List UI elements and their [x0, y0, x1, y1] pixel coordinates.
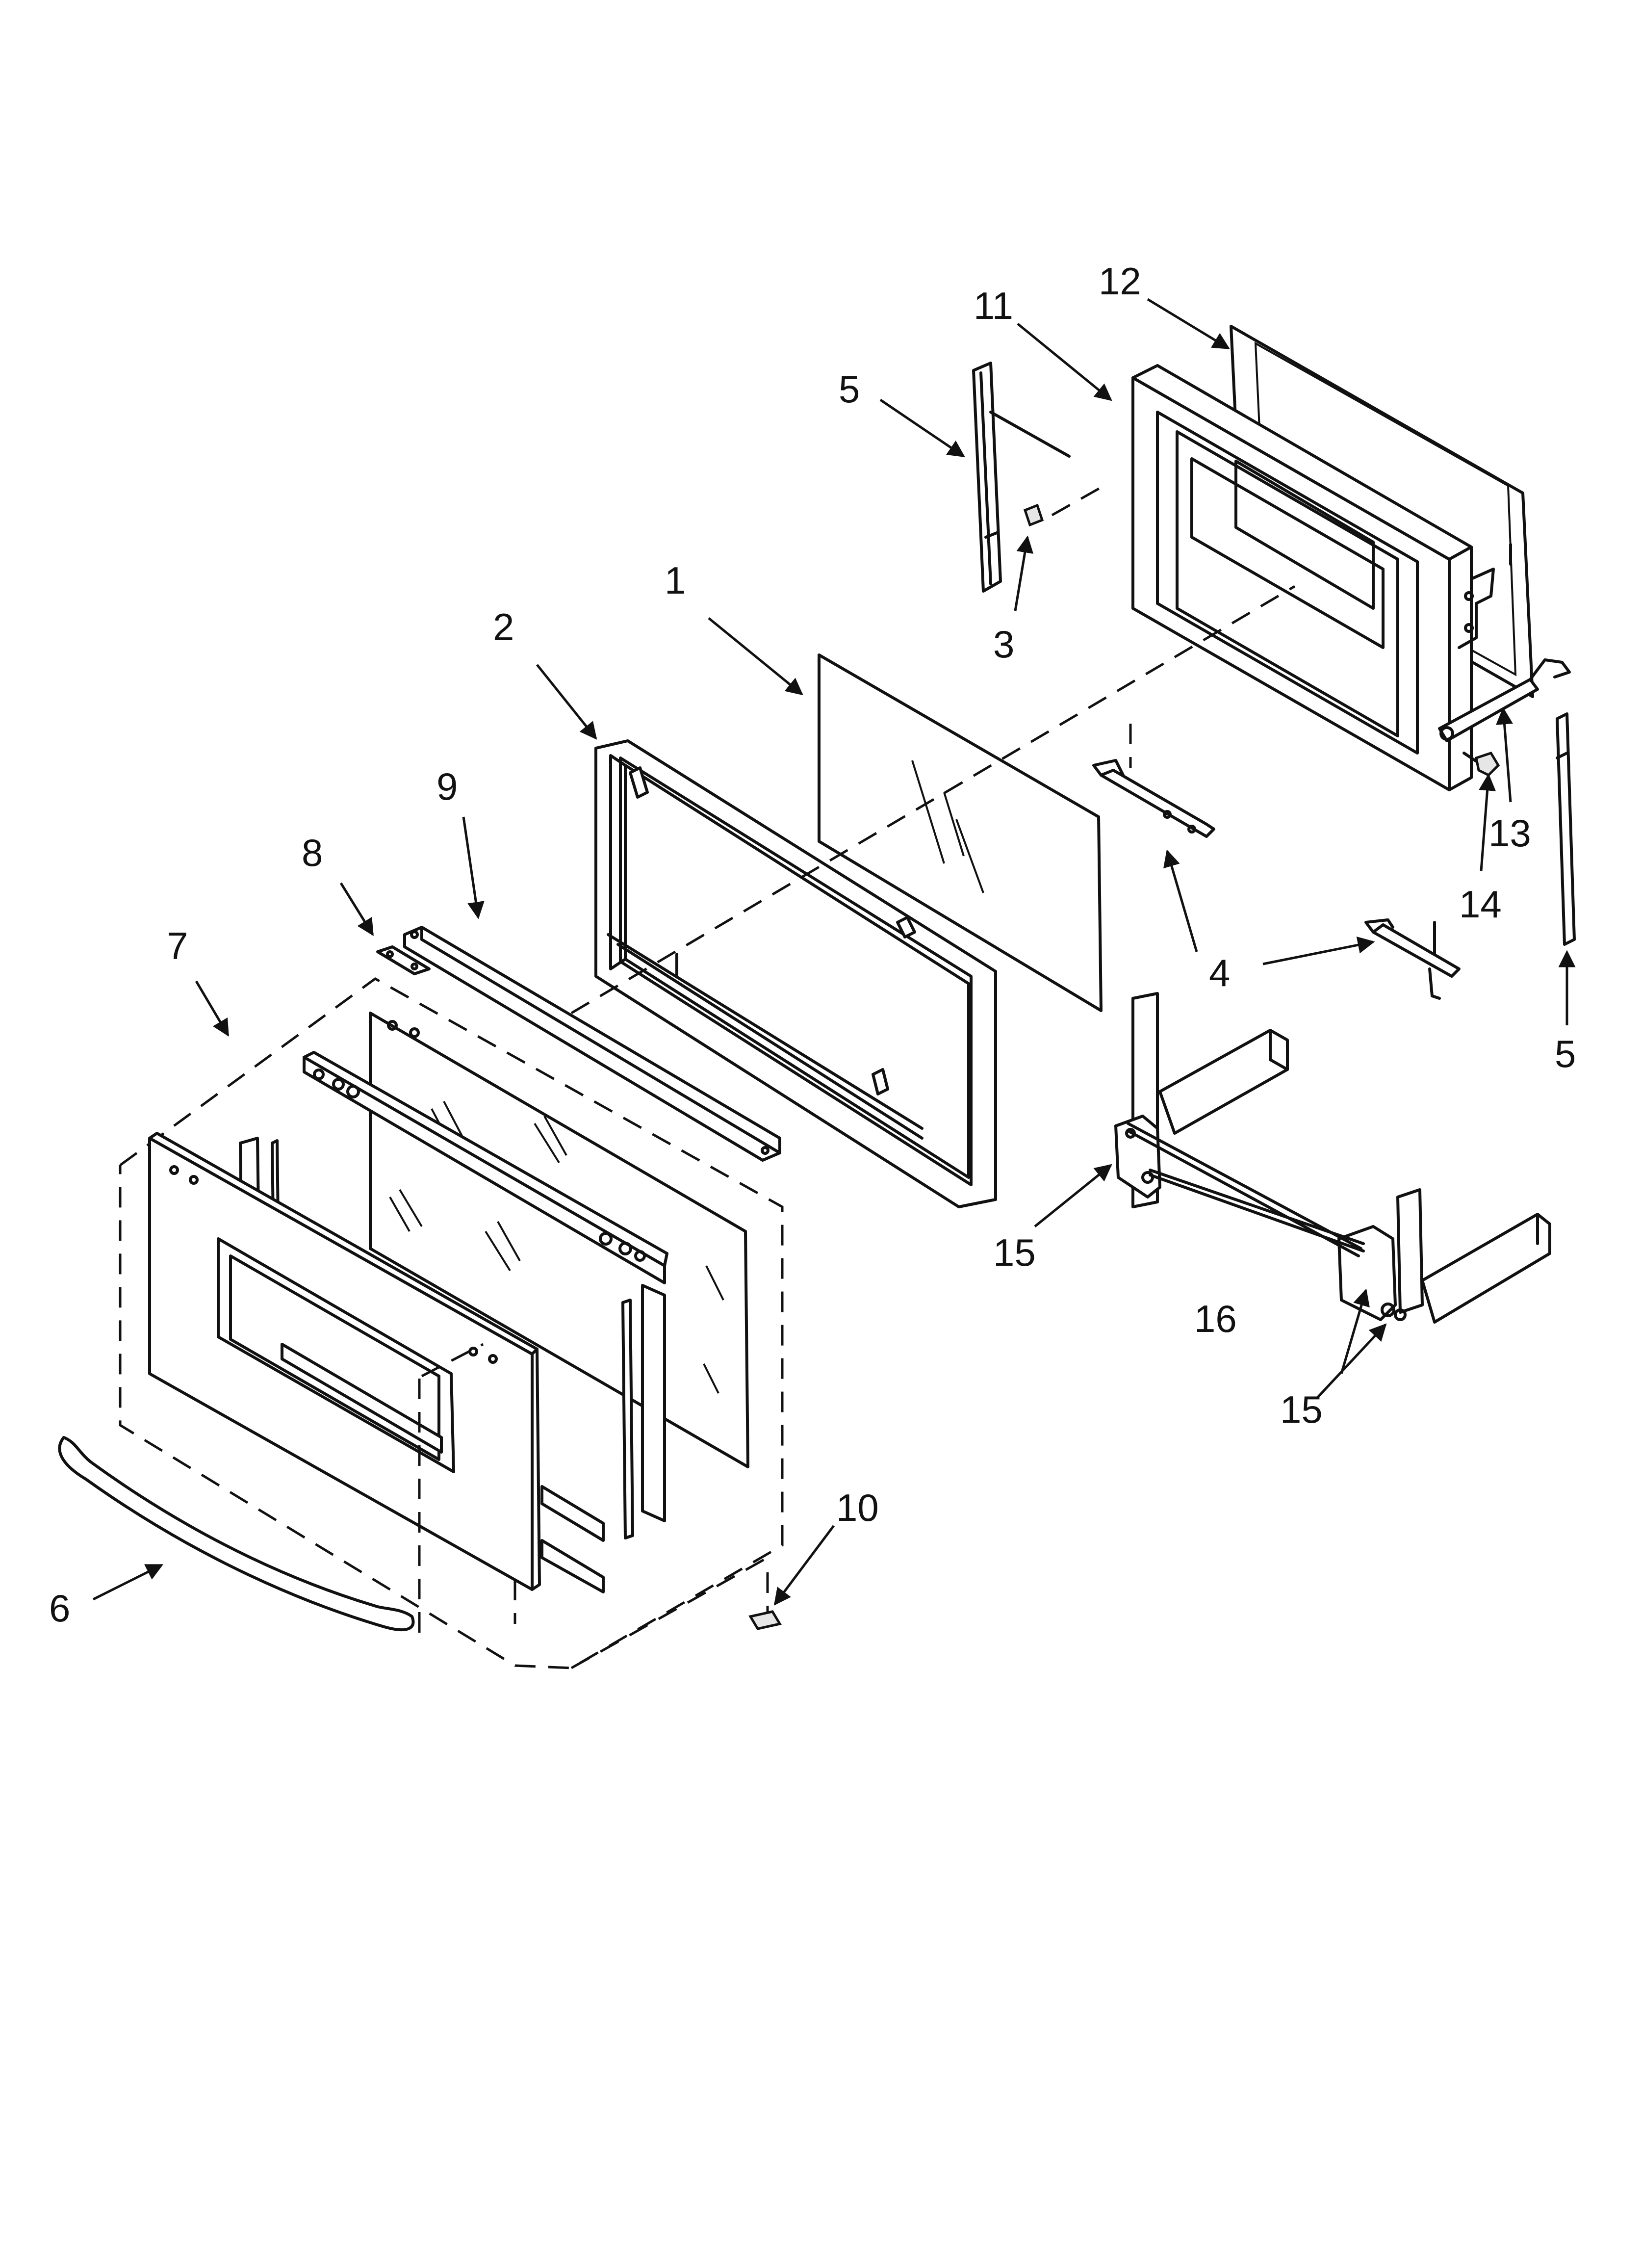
part-11-inner-door — [1131, 364, 1495, 791]
part-5-trim-top — [972, 362, 1071, 593]
part-4-bracket-upper — [1092, 759, 1215, 838]
label-part-16: 16 — [1194, 1297, 1237, 1340]
label-part-3: 3 — [993, 623, 1014, 666]
part-7-outer-door-assembly — [119, 977, 784, 1669]
part-15-hinge-upper — [1114, 992, 1289, 1208]
part-3-clip — [1023, 503, 1044, 527]
label-part-15-upper: 15 — [993, 1231, 1036, 1274]
label-part-11: 11 — [974, 284, 1013, 327]
label-part-6: 6 — [49, 1587, 70, 1630]
part-15-hinge-lower — [1337, 1188, 1551, 1324]
part-number-labels: 1 2 3 4 5 5 6 7 8 9 10 11 12 13 14 15 15… — [49, 260, 1576, 1630]
label-part-1: 1 — [665, 559, 686, 602]
part-9-strip — [403, 926, 781, 1162]
leader-arrows — [92, 298, 1576, 1606]
part-16-hinge-link — [1127, 1122, 1365, 1257]
part-10-foot — [748, 1610, 782, 1630]
label-part-10: 10 — [836, 1486, 879, 1529]
label-part-7: 7 — [167, 924, 188, 967]
label-part-14: 14 — [1459, 883, 1502, 926]
part-8-plate — [376, 945, 431, 975]
label-part-5-right: 5 — [1555, 1032, 1576, 1075]
label-part-13: 13 — [1488, 811, 1531, 855]
part-13-bracket — [1438, 658, 1571, 742]
alignment-lines — [570, 482, 1296, 1015]
part-4-bracket-lower — [1364, 918, 1461, 1000]
part-14-screw — [1462, 751, 1500, 777]
part-5-trim-right — [1556, 712, 1576, 946]
label-part-12: 12 — [1099, 260, 1141, 303]
part-2-door-liner — [594, 739, 997, 1208]
label-part-8: 8 — [302, 831, 323, 874]
label-part-4: 4 — [1209, 951, 1230, 994]
part-1-inner-glass — [818, 653, 1103, 1012]
label-part-2: 2 — [493, 605, 514, 649]
part-6-handle — [58, 1379, 421, 1634]
label-part-15-lower: 15 — [1280, 1388, 1323, 1431]
label-part-9: 9 — [436, 765, 458, 808]
label-part-5-top: 5 — [839, 367, 860, 411]
